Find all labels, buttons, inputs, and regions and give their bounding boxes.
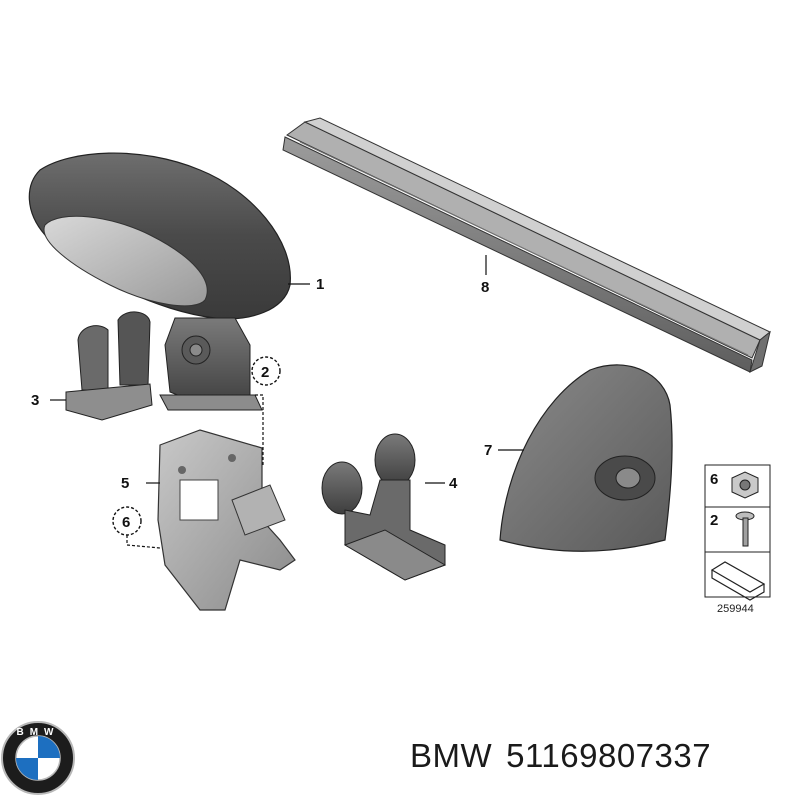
callout-4: 4 [449, 475, 458, 492]
diagram-reference-code: 259944 [717, 603, 754, 615]
footer-part-number: 51169807337 [506, 737, 712, 774]
bracket-part-5 [157, 429, 296, 611]
footer-brand-name: BMW [410, 737, 493, 774]
bolt-icon [735, 511, 755, 547]
part-number-caption: BMW 51169807337 [410, 737, 725, 775]
svg-text:6: 6 [122, 514, 130, 531]
logo-lettering: BMW [17, 727, 60, 738]
callout-2-circled: 2 [251, 356, 281, 386]
legend-bolt-number: 2 [710, 512, 718, 529]
svg-text:2: 2 [261, 364, 269, 381]
bmw-logo: BMW [1, 721, 75, 795]
nut-icon [731, 471, 759, 499]
leader-lines [50, 255, 524, 549]
support-part-4 [321, 433, 447, 581]
clip-part-3 [65, 311, 153, 421]
washer-shim-icon [710, 561, 766, 601]
callout-7: 7 [484, 442, 492, 459]
cover-part-7 [499, 364, 673, 552]
callout-6-circled: 6 [112, 506, 142, 536]
callout-1: 1 [316, 276, 324, 293]
legend-nut-number: 6 [710, 471, 718, 488]
callout-5: 5 [121, 475, 129, 492]
armrest-part-1 [28, 152, 291, 411]
fastener-legend: 6 2 259944 [704, 464, 771, 615]
rail-part-8 [282, 117, 771, 373]
callout-3: 3 [31, 392, 39, 409]
callout-8: 8 [481, 279, 489, 296]
